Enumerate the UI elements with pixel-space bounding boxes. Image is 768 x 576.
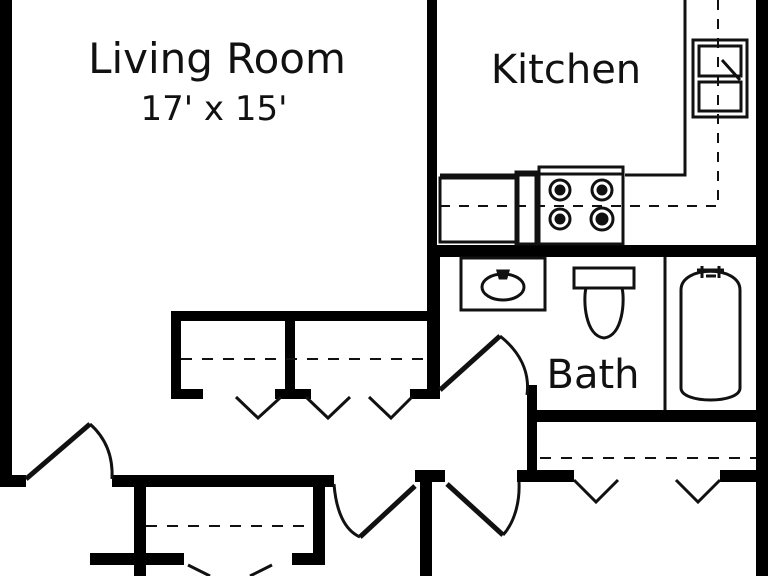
wall-kitchen-bath bbox=[437, 245, 768, 257]
bath-vanity bbox=[459, 256, 547, 312]
wall-bath-jamb bbox=[527, 385, 537, 475]
wall-lower-closet-right bbox=[313, 475, 325, 565]
burner-top-right-inner bbox=[596, 184, 608, 196]
bath-door-leaf bbox=[438, 334, 502, 392]
wall-closet-bottom-left bbox=[171, 389, 203, 399]
wall-closet-bottom-mid bbox=[275, 389, 311, 399]
refrigerator-door bbox=[514, 170, 538, 246]
hall-door-left-leaf bbox=[358, 484, 417, 539]
hall-door-left-swing bbox=[332, 483, 361, 539]
kitchen-label: Kitchen bbox=[491, 47, 641, 93]
bathtub-faucet bbox=[697, 266, 724, 278]
hall-door-right-swing bbox=[501, 481, 521, 537]
burner-top-left-inner bbox=[554, 184, 566, 196]
doors bbox=[24, 334, 530, 539]
wall-closet-left bbox=[171, 311, 181, 399]
closet-living-bifold-mid bbox=[304, 395, 352, 421]
kitchen-counter-outline bbox=[625, 0, 687, 177]
hall-door-right-leaf bbox=[445, 482, 505, 537]
wall-lower-closet-bottom-right bbox=[292, 553, 325, 565]
toilet-tank bbox=[572, 266, 636, 290]
refrigerator bbox=[438, 176, 520, 244]
toilet-bowl bbox=[583, 287, 625, 340]
closet-hall-bifold-left bbox=[572, 478, 620, 505]
wall-living-bottom-mid bbox=[112, 475, 334, 487]
bath-door-swing bbox=[499, 334, 530, 396]
closets bbox=[146, 358, 756, 576]
burner-bottom-right bbox=[589, 206, 615, 232]
living-room-size: 17' x 15' bbox=[141, 89, 288, 129]
kitchen-sink-basin-top bbox=[697, 44, 743, 78]
wall-living-kitchen bbox=[427, 0, 437, 398]
wall-closet-top bbox=[171, 311, 437, 321]
bath-label: Bath bbox=[547, 352, 640, 398]
burner-bottom-left-inner bbox=[554, 213, 566, 225]
closet-lower-bifold-left bbox=[187, 563, 211, 576]
bathtub bbox=[679, 269, 742, 402]
burner-bottom-left bbox=[548, 207, 572, 231]
entry-door-swing bbox=[88, 422, 114, 480]
wall-right-outer bbox=[756, 0, 768, 576]
closet-living-bifold-right bbox=[367, 395, 414, 421]
kitchen-sink-basin-bottom bbox=[697, 80, 743, 113]
burner-top-right bbox=[590, 178, 614, 202]
wall-living-bottom-left bbox=[0, 475, 26, 487]
living-room-label: Living Room bbox=[88, 34, 346, 83]
burner-bottom-right-inner bbox=[595, 212, 609, 226]
wall-hall-right-jamb bbox=[517, 470, 574, 482]
wall-lower-closet-left bbox=[134, 475, 146, 576]
kitchen-fixtures bbox=[438, 0, 749, 246]
wall-lower-closet-bottom-left bbox=[90, 553, 184, 565]
burner-top-left bbox=[548, 178, 572, 202]
wall-living-left bbox=[0, 0, 12, 480]
closet-living-bifold-left bbox=[234, 395, 283, 421]
wall-hall-right-end bbox=[720, 470, 768, 482]
bath-fixtures bbox=[459, 256, 742, 410]
wall-closet-bottom-right bbox=[410, 389, 440, 399]
kitchen-sink bbox=[691, 38, 749, 119]
wall-bath-bottom bbox=[527, 410, 768, 422]
closet-hall-bifold-right bbox=[674, 478, 722, 505]
kitchen-faucet bbox=[720, 58, 742, 82]
bath-faucet bbox=[496, 269, 510, 280]
wall-hall-vertical bbox=[420, 470, 432, 576]
closet-lower-bifold-right bbox=[249, 563, 273, 576]
entry-door-leaf bbox=[24, 422, 92, 481]
